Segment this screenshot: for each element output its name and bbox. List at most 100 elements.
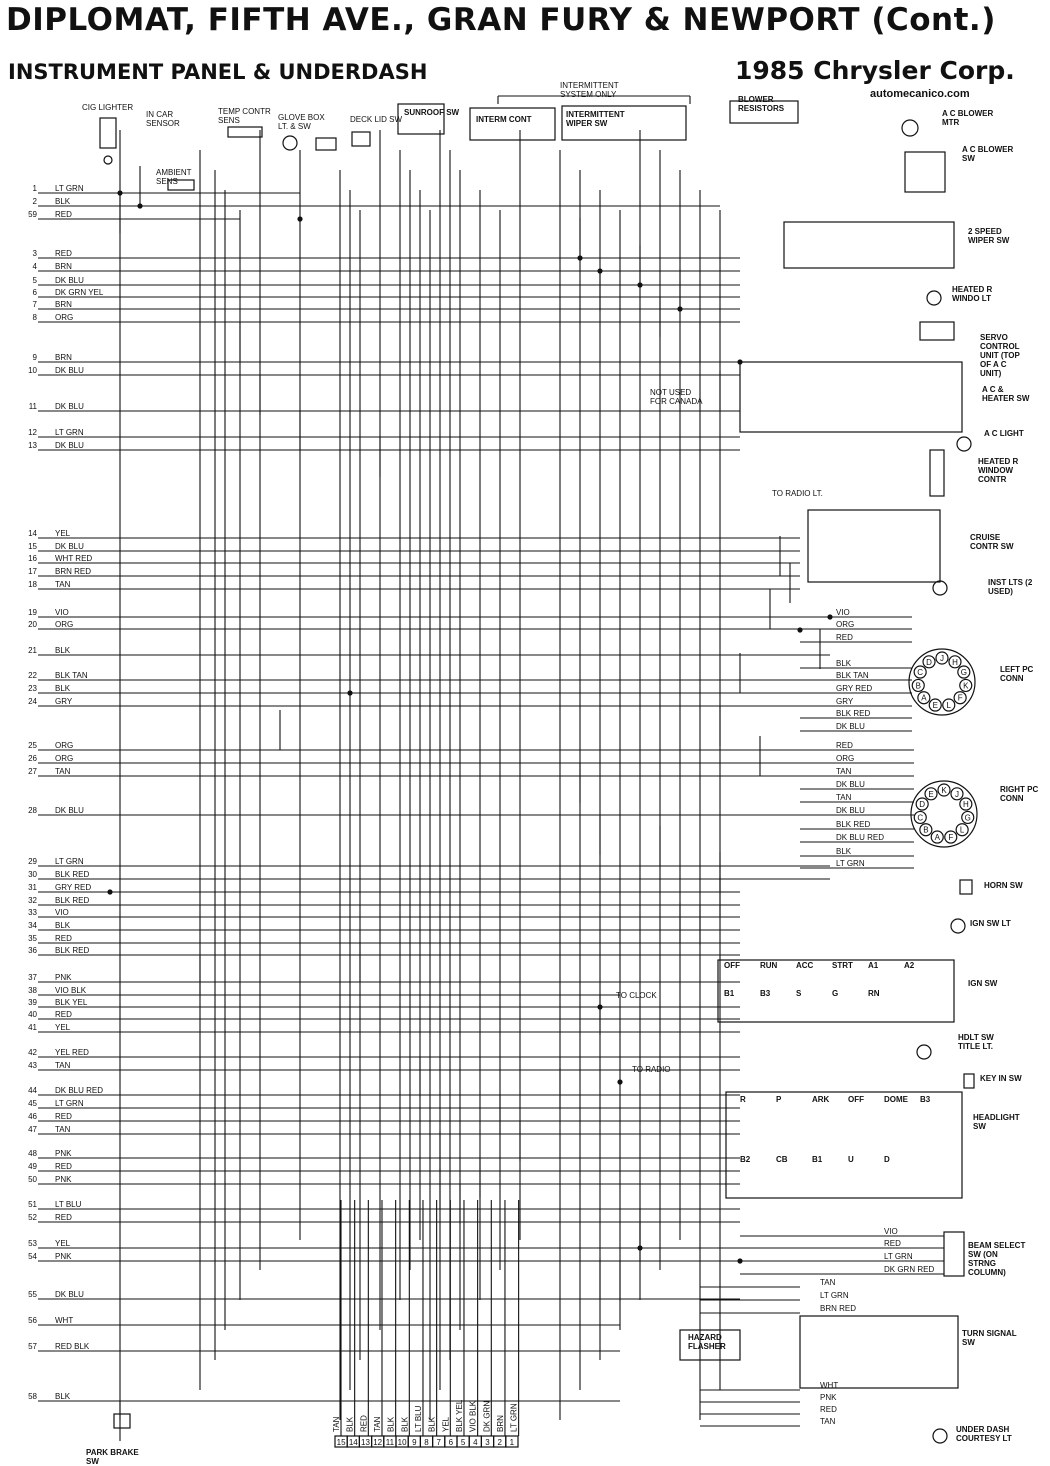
brand-label: 1985 Chrysler Corp. [735,56,1015,85]
right-pc-pin-label: B [923,826,928,835]
wire-color: GRY RED [55,883,91,892]
ign-terminal-label: A1 [868,961,879,970]
ign-sw-lamp [950,918,966,934]
wire-number: 36 [28,946,37,955]
wire-color: VIO [55,608,69,617]
left-pc-wire-label: BLK TAN [836,671,869,680]
wire-color: DK BLU RED [55,1086,103,1095]
wire-color: YEL [55,1239,71,1248]
wire-color: WHT [55,1316,73,1325]
bottom-connector-wire-label: LT GRN [510,1403,519,1432]
wire-number: 1 [33,184,38,193]
right-pc-pin-D [915,797,929,811]
wire-number: 59 [28,210,37,219]
horn-sw-label: HORN SW [984,881,1023,890]
left-pc-pin-label: E [933,701,938,710]
left-pc-wire-label: BLK RED [836,709,870,718]
wire-number: 23 [28,684,37,693]
headlight-terminal-label: B1 [812,1155,823,1164]
wire-number: 47 [28,1125,37,1134]
wire-number: 57 [28,1342,37,1351]
wire-color: LT GRN [55,184,84,193]
wire-number: 8 [33,313,38,322]
wire-number: 12 [28,428,37,437]
wire-number: 35 [28,934,37,943]
headlight-terminal-label: DOME [884,1095,909,1104]
headlight-terminal-label: CB [776,1155,788,1164]
ign-terminal-label: B3 [760,989,771,998]
right-pc-pin-J [950,787,964,801]
wire-color: RED [55,210,72,219]
right-pc-wire-label: ORG [836,754,854,763]
wire-color: BLK [55,684,71,693]
wire-color: PNK [55,1252,72,1261]
wire-color: DK BLU [55,276,84,285]
turn-wire-label: WHT [820,1381,838,1390]
right-pc-wire-label: DK BLU [836,806,865,815]
bottom-connector-pin: 11 [386,1438,395,1447]
wire-color: BLK RED [55,946,89,955]
to-radio-note: TO RADIO [632,1065,671,1074]
turn-wire-label: BRN RED [820,1304,856,1313]
bottom-connector-wire-label: BLK YEL [455,1399,464,1432]
wire-number: 13 [28,441,37,450]
bottom-connector-wire-label: LT BLU [414,1405,423,1432]
wire-color: DK BLU [55,1290,84,1299]
wire-number: 16 [28,554,37,563]
wire-color: BRN [55,300,72,309]
blower-sw-box [904,151,946,193]
wire-number: 5 [33,276,38,285]
ign-terminal-label: RN [868,989,880,998]
blower-motor [901,119,919,137]
cig-lighter-terminal [103,155,113,165]
wire-number: 41 [28,1023,37,1032]
turn-signal-box [799,1315,959,1389]
left-pc-wire-label: ORG [836,620,854,629]
inst-lts-lamp [932,580,948,596]
splice-dot [297,216,303,222]
right-pc-conn-ring [910,780,978,848]
blower-resistors-box [729,100,799,124]
wire-number: 45 [28,1099,37,1108]
wiper-sw-box [783,221,955,269]
wire-color: PNK [55,1175,72,1184]
right-pc-pin-K [937,783,951,797]
left-pc-wire-label: GRY [836,697,854,706]
right-pc-wire-label: DK BLU [836,780,865,789]
headlight-terminal-label: OFF [848,1095,864,1104]
ac-light-label: A C LIGHT [984,429,1024,438]
headlight-terminal-label: B3 [920,1095,931,1104]
sunroof-sw-box [397,103,445,135]
wire-number: 10 [28,366,37,375]
splice-dot [737,359,743,365]
headlight-terminal-label: U [848,1155,854,1164]
splice-dot [597,1004,603,1010]
wire-color: RED [55,1112,72,1121]
wire-color: ORG [55,754,73,763]
right-pc-pin-label: D [919,800,925,809]
wire-number: 11 [29,402,38,411]
wire-number: 38 [28,986,37,995]
bottom-connector-pin: 13 [361,1438,370,1447]
glove-box-switch [315,137,337,151]
left-pc-pin-B [911,678,925,693]
page-title: DIPLOMAT, FIFTH AVE., GRAN FURY & NEWPOR… [6,2,996,38]
right-pc-pin-label: C [917,813,923,822]
bottom-connector-pin: 15 [337,1438,346,1447]
wire-number: 29 [28,857,37,866]
wire-number: 3 [33,249,38,258]
right-pc-pin-label: H [963,800,969,809]
interm-cont-box [469,107,556,141]
right-pc-pin-label: G [965,813,971,822]
wire-color: DK GRN YEL [55,288,104,297]
bottom-connector-pin: 7 [436,1438,441,1447]
headlight-terminal-label: P [776,1095,782,1104]
wire-color: DK BLU [55,366,84,375]
wire-number: 30 [28,870,37,879]
